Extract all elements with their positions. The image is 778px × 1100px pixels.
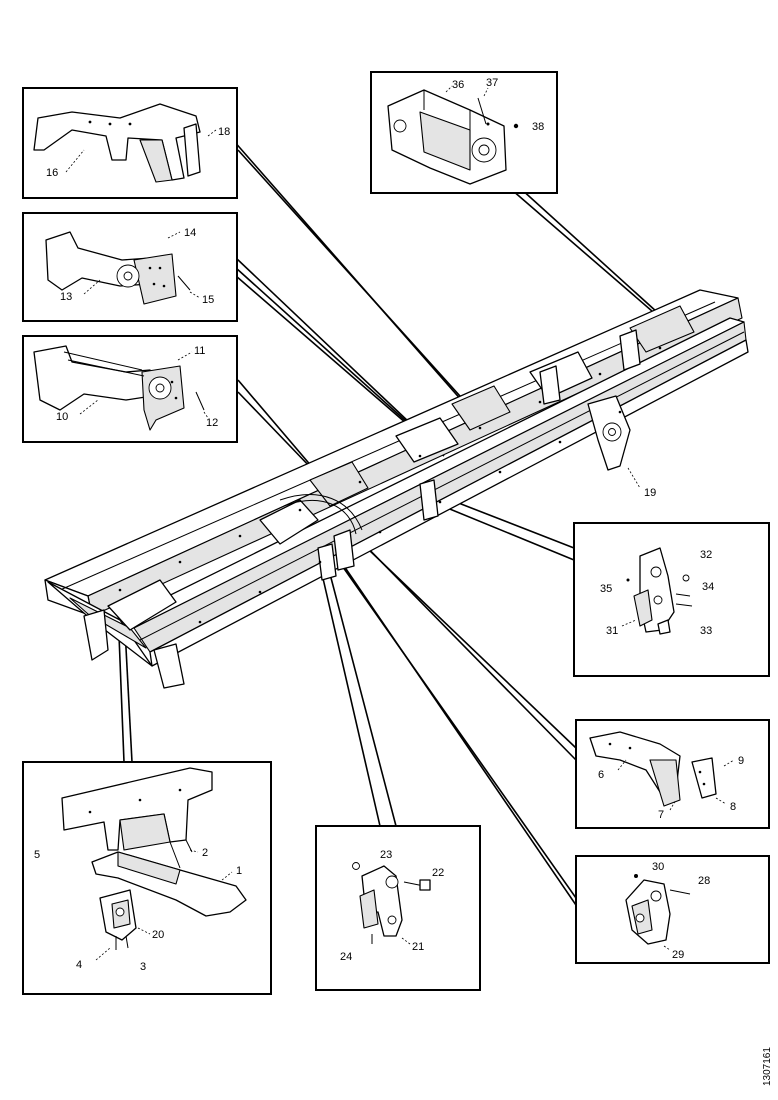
callout-24: 24 (340, 951, 352, 963)
callout-36: 36 (452, 79, 464, 91)
callout-20: 20 (152, 929, 164, 941)
callout-5: 5 (34, 849, 40, 861)
callout-32: 32 (700, 549, 712, 561)
callout-9: 9 (738, 755, 744, 767)
callout-34: 34 (702, 581, 714, 593)
callout-37: 37 (486, 77, 498, 89)
detail-box-13-15: 14 15 13 (22, 212, 238, 322)
callout-7: 7 (658, 809, 664, 821)
detail-box-28-30: 30 28 29 (575, 855, 770, 964)
chassis-frame: 19 (44, 289, 749, 689)
callout-35: 35 (600, 583, 612, 595)
callout-14: 14 (184, 227, 196, 239)
callout-30: 30 (652, 861, 664, 873)
callout-11: 11 (194, 345, 205, 357)
callout-10: 10 (56, 411, 68, 423)
detail-box-21-24: 23 22 24 21 (315, 825, 481, 991)
drawing-reference-number: 1307161 (762, 1047, 773, 1086)
callout-23: 23 (380, 849, 392, 861)
detail-box-16-18: 18 16 (22, 87, 238, 199)
callout-31: 31 (606, 625, 618, 637)
leader-lines (117, 139, 669, 909)
callout-3: 3 (140, 961, 146, 973)
callout-13: 13 (60, 291, 72, 303)
callout-15: 15 (202, 294, 214, 306)
callout-1: 1 (236, 865, 242, 877)
detail-box-1-5-20: 5 2 1 20 4 3 (22, 761, 272, 995)
callout-4: 4 (76, 959, 82, 971)
detail-box-31-35: 32 34 35 31 33 (573, 522, 770, 677)
callout-21: 21 (412, 941, 424, 953)
detail-box-36-38: 36 37 38 (370, 71, 558, 194)
callout-2: 2 (202, 847, 208, 859)
callout-38: 38 (532, 121, 544, 133)
callout-6: 6 (598, 769, 604, 781)
callout-29: 29 (672, 949, 684, 961)
callout-18: 18 (218, 126, 230, 138)
detail-box-10-12: 11 12 10 (22, 335, 238, 443)
callout-8: 8 (730, 801, 736, 813)
callout-33: 33 (700, 625, 712, 637)
callout-28: 28 (698, 875, 710, 887)
callout-12: 12 (206, 417, 218, 429)
detail-box-6-9: 6 9 7 8 (575, 719, 770, 829)
callout-16: 16 (46, 167, 58, 179)
callout-19: 19 (644, 487, 656, 499)
callout-22: 22 (432, 867, 444, 879)
